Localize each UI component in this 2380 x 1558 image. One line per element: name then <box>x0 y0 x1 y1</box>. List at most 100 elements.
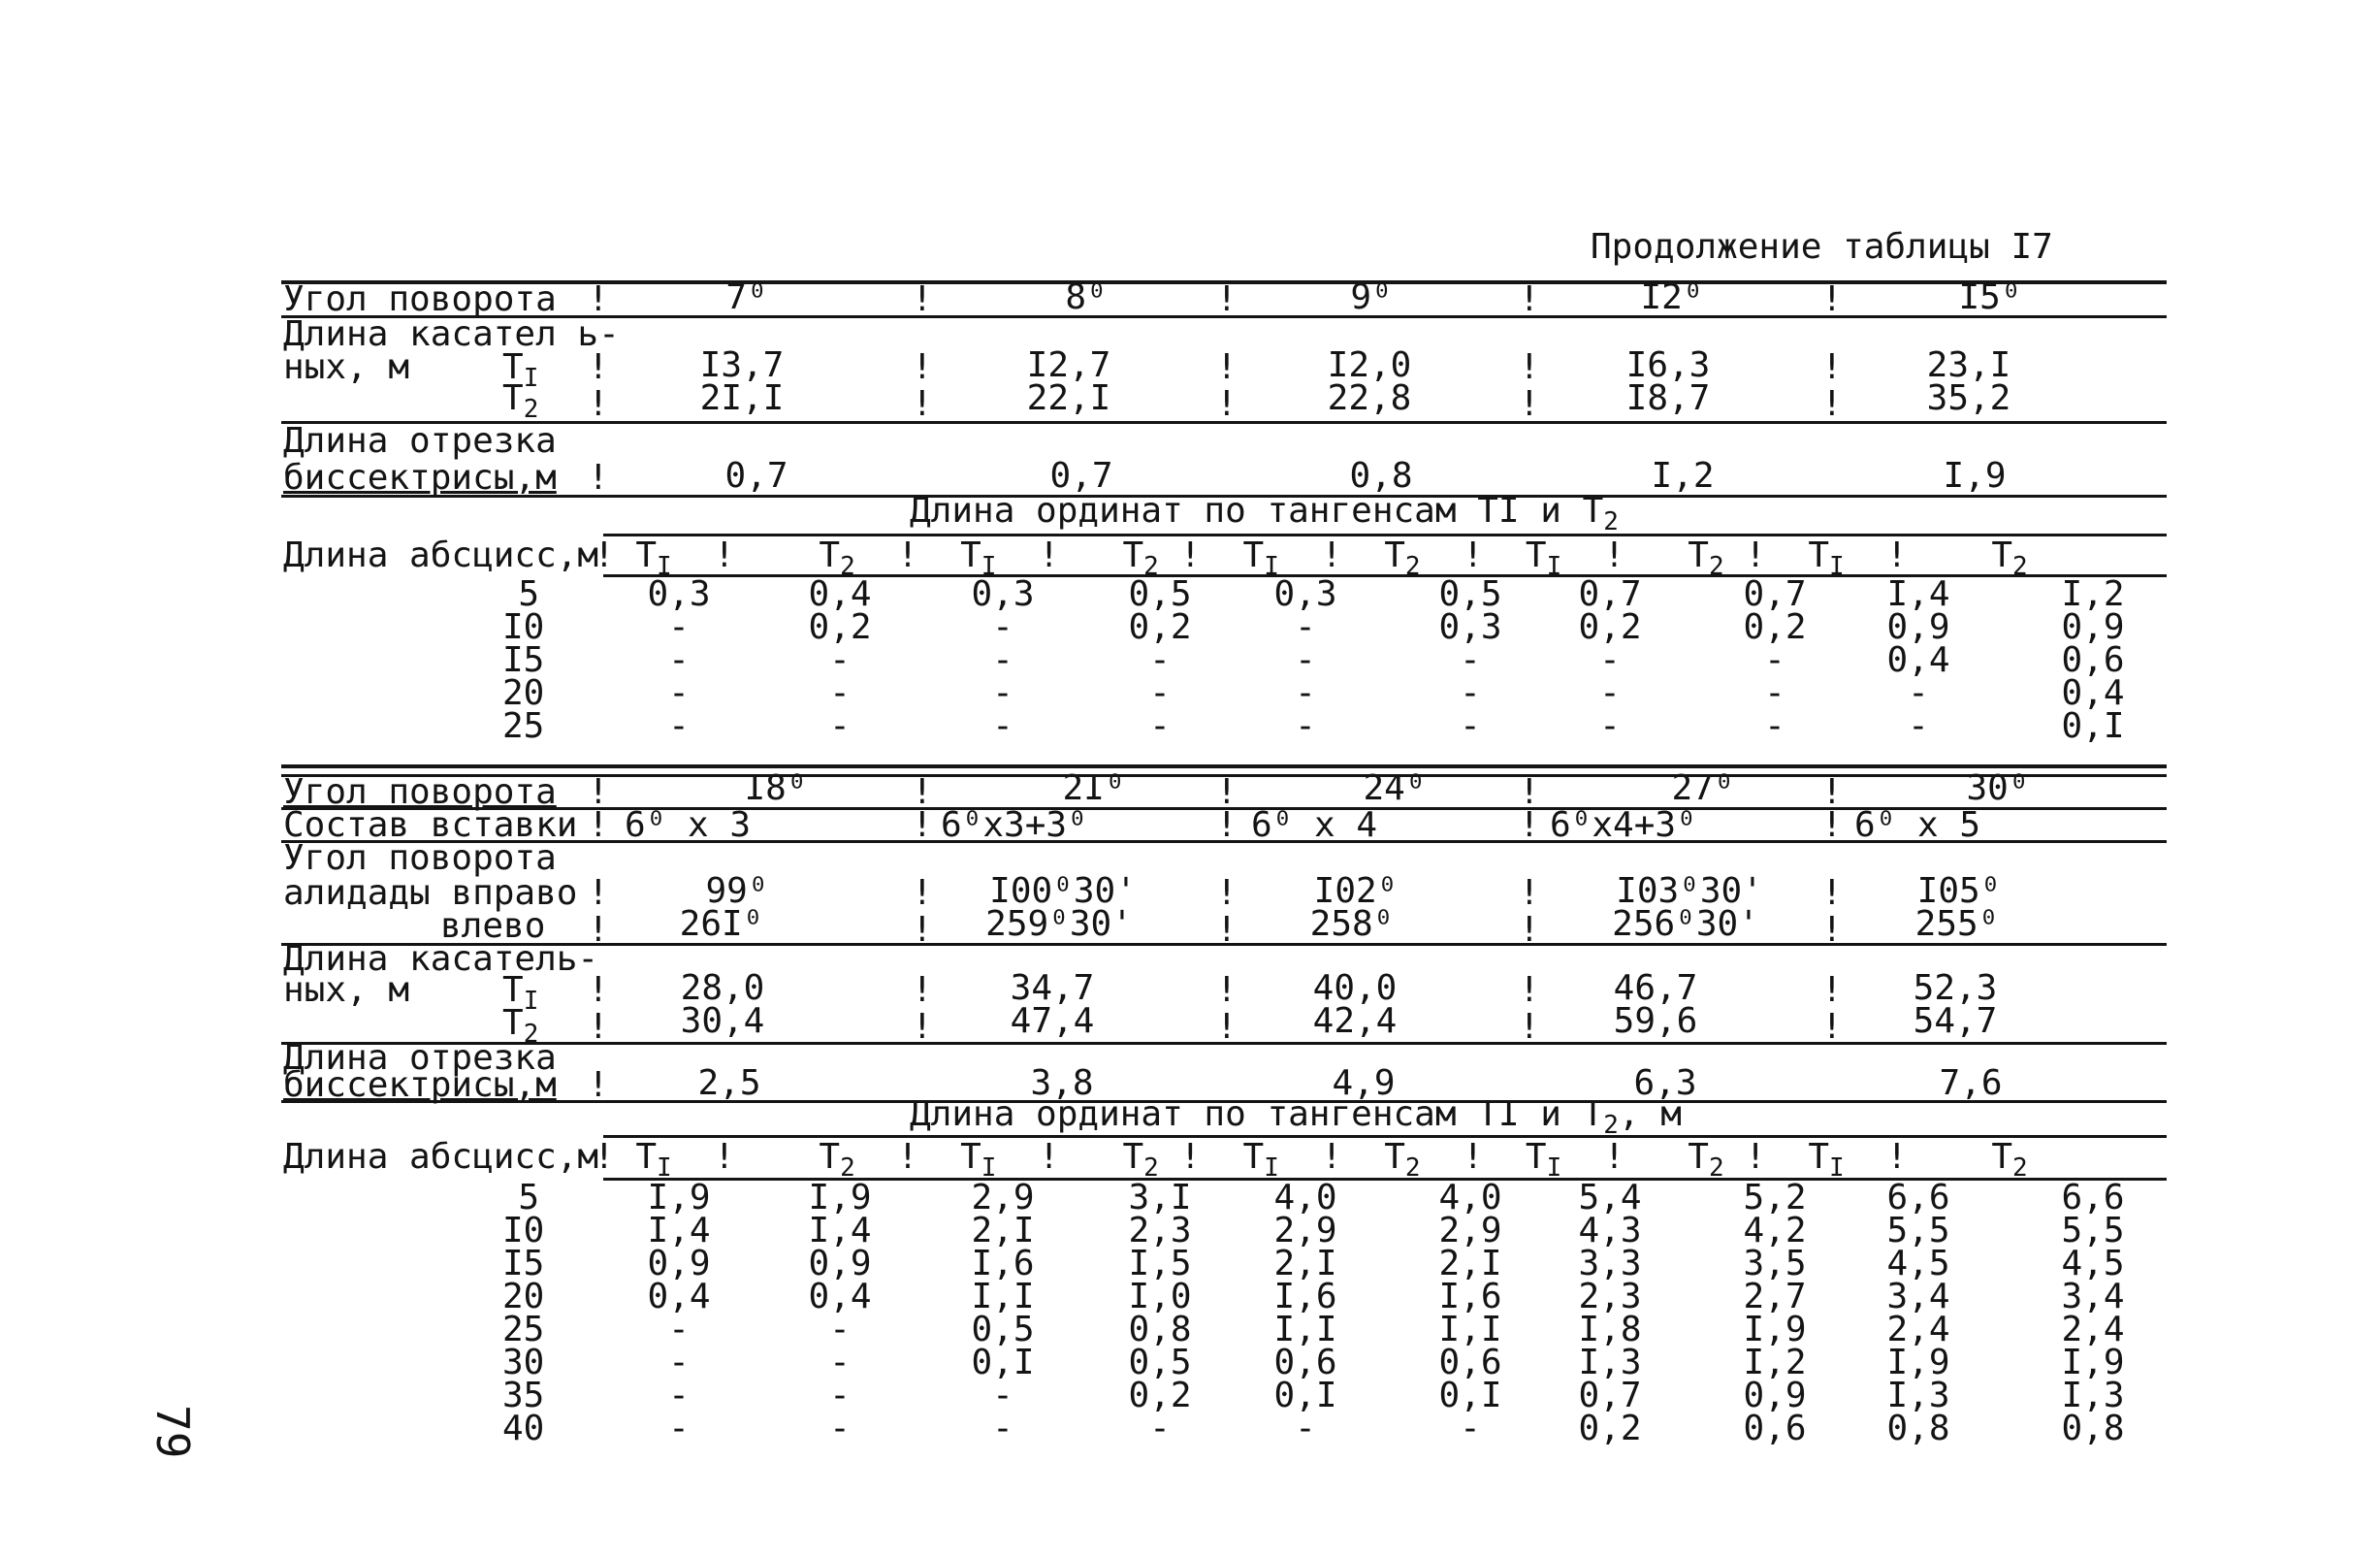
insert-value: 6⁰ x 3 <box>625 805 752 845</box>
separator: ! <box>1821 772 1843 812</box>
ordinate-value: 2,9 <box>1273 1211 1337 1250</box>
ordinate-value: 2,3 <box>1128 1211 1192 1250</box>
separator: ! <box>912 805 933 845</box>
ordinate-column: 4,0 2,9 2,I I,6 I,I 0,6 0,I - <box>1431 1181 1509 1446</box>
ordinate-value: 0,2 <box>1578 1409 1642 1448</box>
ordinate-value: I,9 <box>808 1178 872 1217</box>
ordinate-value: I,6 <box>1438 1277 1502 1316</box>
rule <box>281 807 2167 810</box>
separator: ! <box>588 805 609 845</box>
alidade-label: влево <box>440 906 546 946</box>
ordinate-value: - <box>829 1409 851 1448</box>
ordinate-value: - <box>992 640 1013 680</box>
ordinate-value: I,0 <box>1128 1277 1192 1316</box>
alidade-left-value: 258⁰ <box>1309 904 1395 944</box>
ordinate-value: 0,2 <box>1128 1376 1192 1415</box>
t2-value: 42,4 <box>1312 1001 1398 1041</box>
ordinate-value: 0,8 <box>1886 1409 1950 1448</box>
ordinate-value: I,4 <box>808 1211 872 1250</box>
bisector-label: биссектрисы,м <box>283 458 557 498</box>
abscissa-label: Длина абсцисс,м <box>283 536 599 575</box>
bisector-value: 0,7 <box>724 456 788 496</box>
tangent-length-label: Длина касатель- <box>283 939 599 979</box>
ordinate-value: I,4 <box>1886 574 1950 614</box>
ordinate-value: 0,4 <box>808 1277 872 1316</box>
t1-label: TI <box>502 347 539 394</box>
separator: ! ! <box>1216 970 1238 1047</box>
ordinate-column: I,9 I,4 0,9 0,4 - - - - <box>640 1181 718 1446</box>
t2-value: 54,7 <box>1913 1001 1998 1041</box>
separator: ! <box>588 772 609 812</box>
ordinate-value: - <box>1460 640 1481 680</box>
ordinate-value: 0,6 <box>1273 1343 1337 1382</box>
ordinate-value: 2,9 <box>971 1178 1035 1217</box>
ordinate-value: 0,2 <box>808 607 872 647</box>
ordinate-value: 0,3 <box>1438 607 1502 647</box>
ordinate-value: 0,4 <box>2061 673 2125 713</box>
ordinate-value: - <box>992 607 1013 647</box>
ordinate-value: - <box>668 706 690 746</box>
ordinate-value: I,3 <box>1578 1343 1642 1382</box>
t1-value: I6,3 <box>1625 345 1711 385</box>
ordinate-value: 0,9 <box>2061 607 2125 647</box>
rule <box>281 840 2167 843</box>
separator: ! <box>1519 772 1540 812</box>
ordinate-value: 2,9 <box>1438 1211 1502 1250</box>
ordinate-value: - <box>668 1343 690 1382</box>
rule <box>281 1100 2167 1103</box>
separator: ! ! <box>912 970 933 1047</box>
ordinate-value: 4,5 <box>2061 1244 2125 1283</box>
t2-value: 2I,I <box>699 378 785 418</box>
separator: ! ! <box>588 873 609 950</box>
ordinate-value: - <box>992 706 1013 746</box>
t1-value: I3,7 <box>699 345 785 385</box>
angle-value: 24⁰ <box>1363 768 1427 808</box>
ordinate-value: 0,5 <box>971 1310 1035 1349</box>
ordinate-value: 0,9 <box>1886 607 1950 647</box>
rule <box>603 1178 2167 1181</box>
bisector-value: 7,6 <box>1939 1063 2003 1103</box>
ordinate-value: I,6 <box>971 1244 1035 1283</box>
ordinate-value: - <box>992 1376 1013 1415</box>
ordinate-column: 0,3 - - - - <box>1267 577 1344 744</box>
ordinate-column: 0,3 - - - - <box>964 577 1042 746</box>
bisector-value: 3,8 <box>1030 1063 1094 1103</box>
angle-label: Угол поворота <box>283 279 557 319</box>
rule <box>281 774 2167 777</box>
insert-value: 6⁰x3+3⁰ <box>941 805 1088 845</box>
t2-value: 30,4 <box>680 1001 765 1041</box>
t2-value: I8,7 <box>1625 378 1711 418</box>
bisector-value: 0,8 <box>1349 456 1413 496</box>
ordinate-value: 4,0 <box>1273 1178 1337 1217</box>
ordinate-column: 4,0 2,9 2,I I,6 I,I 0,6 0,I - <box>1267 1181 1344 1446</box>
angle-label: Угол поворота <box>283 772 557 812</box>
bisector-value: 2,5 <box>697 1063 761 1103</box>
ordinate-value: 3,4 <box>2061 1277 2125 1316</box>
ordinate-value: - <box>1599 673 1621 713</box>
ordinate-value: I,I <box>1273 1310 1337 1349</box>
separator: ! <box>588 1065 609 1105</box>
separator: ! <box>1821 279 1843 319</box>
ordinate-column: 0,3 - - - - <box>640 577 718 746</box>
ordinate-value: I,3 <box>2061 1376 2125 1415</box>
alidade-left-value: 256⁰30' <box>1612 904 1759 944</box>
ordinate-value: I,9 <box>2061 1343 2125 1382</box>
ordinate-value: I,9 <box>1886 1343 1950 1382</box>
separator: ! ! <box>912 347 933 424</box>
ordinate-value: - <box>668 640 690 680</box>
rule <box>281 764 2167 768</box>
ordinate-value: - <box>1149 706 1171 746</box>
t1-value: I2,7 <box>1026 345 1111 385</box>
ordinate-value: - <box>1149 673 1171 713</box>
ordinate-column: 6,6 5,5 4,5 3,4 2,4 I,9 I,3 0,8 <box>2054 1181 2132 1446</box>
alidade-left-value: 259⁰30' <box>985 904 1133 944</box>
ordinate-value: 0,7 <box>1578 1376 1642 1415</box>
alidade-left-value: 26I⁰ <box>679 904 764 944</box>
ordinate-value: 0,7 <box>1578 574 1642 614</box>
alidade-right-value: I02⁰ <box>1313 871 1399 911</box>
angle-value: I2⁰ <box>1640 277 1704 317</box>
ordinate-value: 0,9 <box>647 1244 711 1283</box>
ordinate-value: - <box>829 1310 851 1349</box>
t1-value: 52,3 <box>1913 968 1998 1008</box>
ordinate-value: 0,6 <box>2061 640 2125 680</box>
